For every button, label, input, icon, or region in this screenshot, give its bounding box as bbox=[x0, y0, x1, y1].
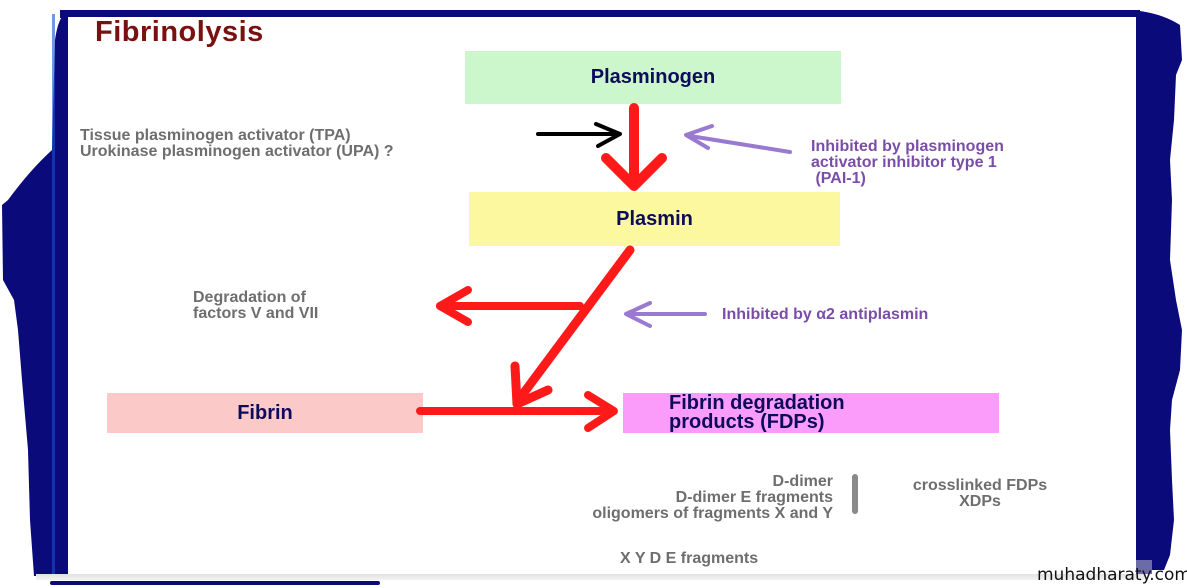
node-fibrin-label: Fibrin bbox=[237, 401, 293, 424]
slide-frame-left bbox=[2, 12, 70, 576]
slide-bottom-shadow bbox=[36, 574, 1146, 580]
node-fdp-label-line1: Fibrin degradation bbox=[669, 392, 845, 414]
arrow-plasminogen-to-plasmin bbox=[601, 103, 667, 191]
product-item: oligomers of fragments X and Y bbox=[592, 505, 833, 522]
arrow-inhibit-pai1 bbox=[684, 124, 792, 154]
product-item: D-dimer bbox=[772, 473, 833, 490]
inhibitor-alpha2-label: Inhibited by α2 antiplasmin bbox=[722, 306, 929, 323]
arrow-inhibit-alpha2 bbox=[624, 301, 707, 328]
slide-canvas bbox=[68, 17, 1136, 576]
arrow-fibrin-to-fdp bbox=[416, 391, 618, 432]
inhibitor-pai1-line1: Inhibited by plasminogen bbox=[811, 138, 1004, 155]
inhibitor-pai1-line3: (PAI-1) bbox=[811, 170, 866, 187]
arrow-activator bbox=[536, 122, 622, 148]
product-item: D-dimer E fragments bbox=[675, 489, 833, 506]
inhibitor-pai1-line2: activator inhibitor type 1 bbox=[811, 154, 997, 171]
activator-upa: Urokinase plasminogen activator (UPA) ? bbox=[80, 143, 394, 160]
product-group-label: crosslinked FDPs bbox=[912, 477, 1048, 494]
node-fibrin: Fibrin bbox=[107, 393, 423, 433]
degradation-line1: Degradation of bbox=[193, 289, 306, 306]
diagram-title: Fibrinolysis bbox=[95, 16, 264, 48]
products-crosslinked-label: crosslinked FDPs XDPs bbox=[868, 478, 1092, 510]
inhibitor-pai1-label: Inhibited by plasminogen activator inhib… bbox=[811, 139, 1004, 187]
node-plasmin-label: Plasmin bbox=[616, 207, 693, 230]
degradation-label: Degradation of factors V and VII bbox=[193, 290, 318, 322]
node-plasminogen: Plasminogen bbox=[465, 51, 841, 104]
activators-label: Tissue plasminogen activator (TPA) Uroki… bbox=[80, 128, 394, 160]
products-divider bbox=[852, 474, 858, 514]
products-xyde-fragments: X Y D E fragments bbox=[620, 550, 759, 567]
slide-bottom-edge bbox=[50, 581, 380, 585]
slide-frame-top bbox=[60, 10, 1140, 18]
degradation-line2: factors V and VII bbox=[193, 305, 319, 322]
watermark: muhadharaty.com bbox=[1037, 565, 1187, 585]
products-crosslinked-list: D-dimer D-dimer E fragments oligomers of… bbox=[437, 474, 833, 522]
arrow-to-degradation bbox=[436, 286, 584, 326]
node-fdp: Fibrin degradation products (FDPs) bbox=[623, 393, 999, 433]
product-group-label: XDPs bbox=[959, 493, 1001, 510]
node-plasmin: Plasmin bbox=[469, 192, 840, 246]
node-plasminogen-label: Plasminogen bbox=[590, 66, 716, 88]
activator-tpa: Tissue plasminogen activator (TPA) bbox=[80, 127, 351, 144]
arrow-plasmin-to-fibrin bbox=[510, 245, 635, 409]
node-fdp-label-line2: products (FDPs) bbox=[669, 411, 825, 433]
